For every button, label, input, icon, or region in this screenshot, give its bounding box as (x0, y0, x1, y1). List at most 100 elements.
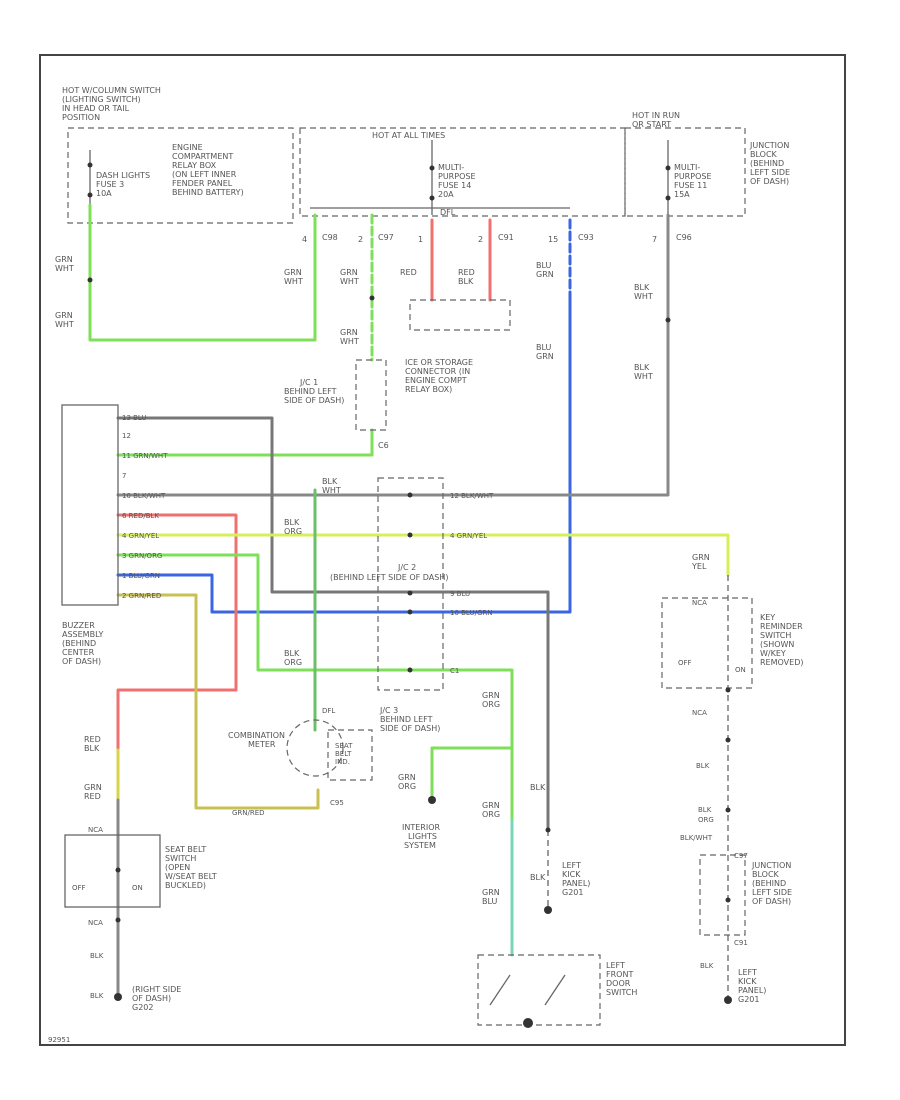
jc1-block (355, 359, 387, 431)
c96-pin-label: 7 (652, 235, 657, 244)
buzzer-pin-13: 13 BLU (122, 414, 147, 422)
c91-label: C91 (498, 233, 514, 242)
junction-dots (87, 277, 731, 923)
jc2-block (377, 477, 444, 691)
jc2-pin-10: 10 BLU/GRN (450, 609, 493, 617)
jb-pin-c91: C91 (734, 939, 748, 947)
key-pin-nca-2: NCA (692, 709, 707, 717)
wire-grn-wht-fuse3 (88, 203, 317, 342)
wire-label-grn-red-bottom: GRN/RED (232, 809, 265, 817)
wire-grn-org-interior (430, 746, 514, 802)
jc2-c1: C1 (450, 667, 459, 675)
buzzer-pin-2: 2 GRN/RED (122, 592, 161, 600)
jb-pin-blk-2: BLK (700, 962, 714, 970)
footer-code: 92951 (48, 1036, 70, 1044)
wire-label-blk-1: BLK (530, 783, 546, 792)
hot-all-times-label: HOT AT ALL TIMES (372, 131, 445, 140)
jc2-pin-12: 12 BLK/WHT (450, 492, 494, 500)
fuse3-symbol (87, 150, 93, 205)
jc3-block (327, 729, 373, 781)
jb-pin-org: ORG (698, 816, 714, 824)
jc2-label: (BEHIND LEFT SIDE OF DASH) (330, 573, 448, 582)
labels: HOT W/COLUMN SWITCH(LIGHTING SWITCH)IN H… (48, 86, 803, 1044)
c97-pin-label: 2 (358, 235, 363, 244)
buzzer-pin-6: 6 RED/BLK (122, 512, 159, 520)
ground-left-kick2 (724, 996, 732, 1004)
c96-label: C96 (676, 233, 692, 242)
c91-pin2-label: 2 (478, 235, 483, 244)
c93-label: C93 (578, 233, 594, 242)
sb-pin-nca-2: NCA (88, 919, 103, 927)
wire-grn-red-pin2 (116, 593, 320, 810)
dfl-label: DFL (440, 208, 456, 217)
jb-pin-c97: C97 (734, 852, 748, 860)
buzzer-assembly (61, 404, 119, 606)
wire-blu-grn-main (116, 298, 572, 614)
wire-red-blk-pin6 (116, 513, 238, 752)
wire-label-blk-2: BLK (530, 873, 546, 882)
jc2-name: J/C 2 (397, 563, 416, 572)
jc2-pin-4: 4 GRN/YEL (450, 532, 487, 540)
buzzer-pin-10: 10 BLK/WHT (122, 492, 166, 500)
fuse3-box (67, 127, 294, 224)
buzzer-pin-7: 7 (122, 472, 126, 480)
key-pin-off: OFF (678, 659, 692, 667)
jb-pin-blk-wht: BLK/WHT (680, 834, 713, 842)
c97-label: C97 (378, 233, 394, 242)
sb-pin-nca-1: NCA (88, 826, 103, 834)
ice-storage-connector (409, 299, 511, 331)
jb-pin-blk: BLK (698, 806, 712, 814)
combo-dfl-label: DFL (322, 707, 335, 715)
jc2-pin-9: 9 BLU (450, 590, 470, 598)
jc1-pin-label: C6 (378, 441, 389, 450)
fuse11-symbol (665, 140, 671, 215)
diagram-frame (39, 54, 846, 1046)
c91-pin1-label: 1 (418, 235, 423, 244)
c98-pin-label: 4 (302, 235, 307, 244)
wire-grn-org-pin3 (116, 553, 514, 822)
combo-c-label: C95 (330, 799, 344, 807)
combination-meter (286, 719, 344, 777)
sb-pin-blk-2: BLK (90, 992, 104, 1000)
key-reminder-box (661, 597, 753, 689)
wire-label-red: RED (400, 268, 417, 277)
buzzer-pin-11: 11 GRN/WHT (122, 452, 168, 460)
junction-block-bottom (699, 854, 746, 936)
ground-interior-lights (428, 796, 436, 804)
c93-pin-label: 15 (548, 235, 558, 244)
buzzer-pin-4: 4 GRN/YEL (122, 532, 159, 540)
door-switch-contacts (489, 974, 566, 1028)
wire-blu-pin13 (116, 416, 550, 832)
hot-column-label: HOT W/COLUMN SWITCH(LIGHTING SWITCH)IN H… (62, 86, 161, 122)
fuse14-symbol (429, 140, 435, 215)
